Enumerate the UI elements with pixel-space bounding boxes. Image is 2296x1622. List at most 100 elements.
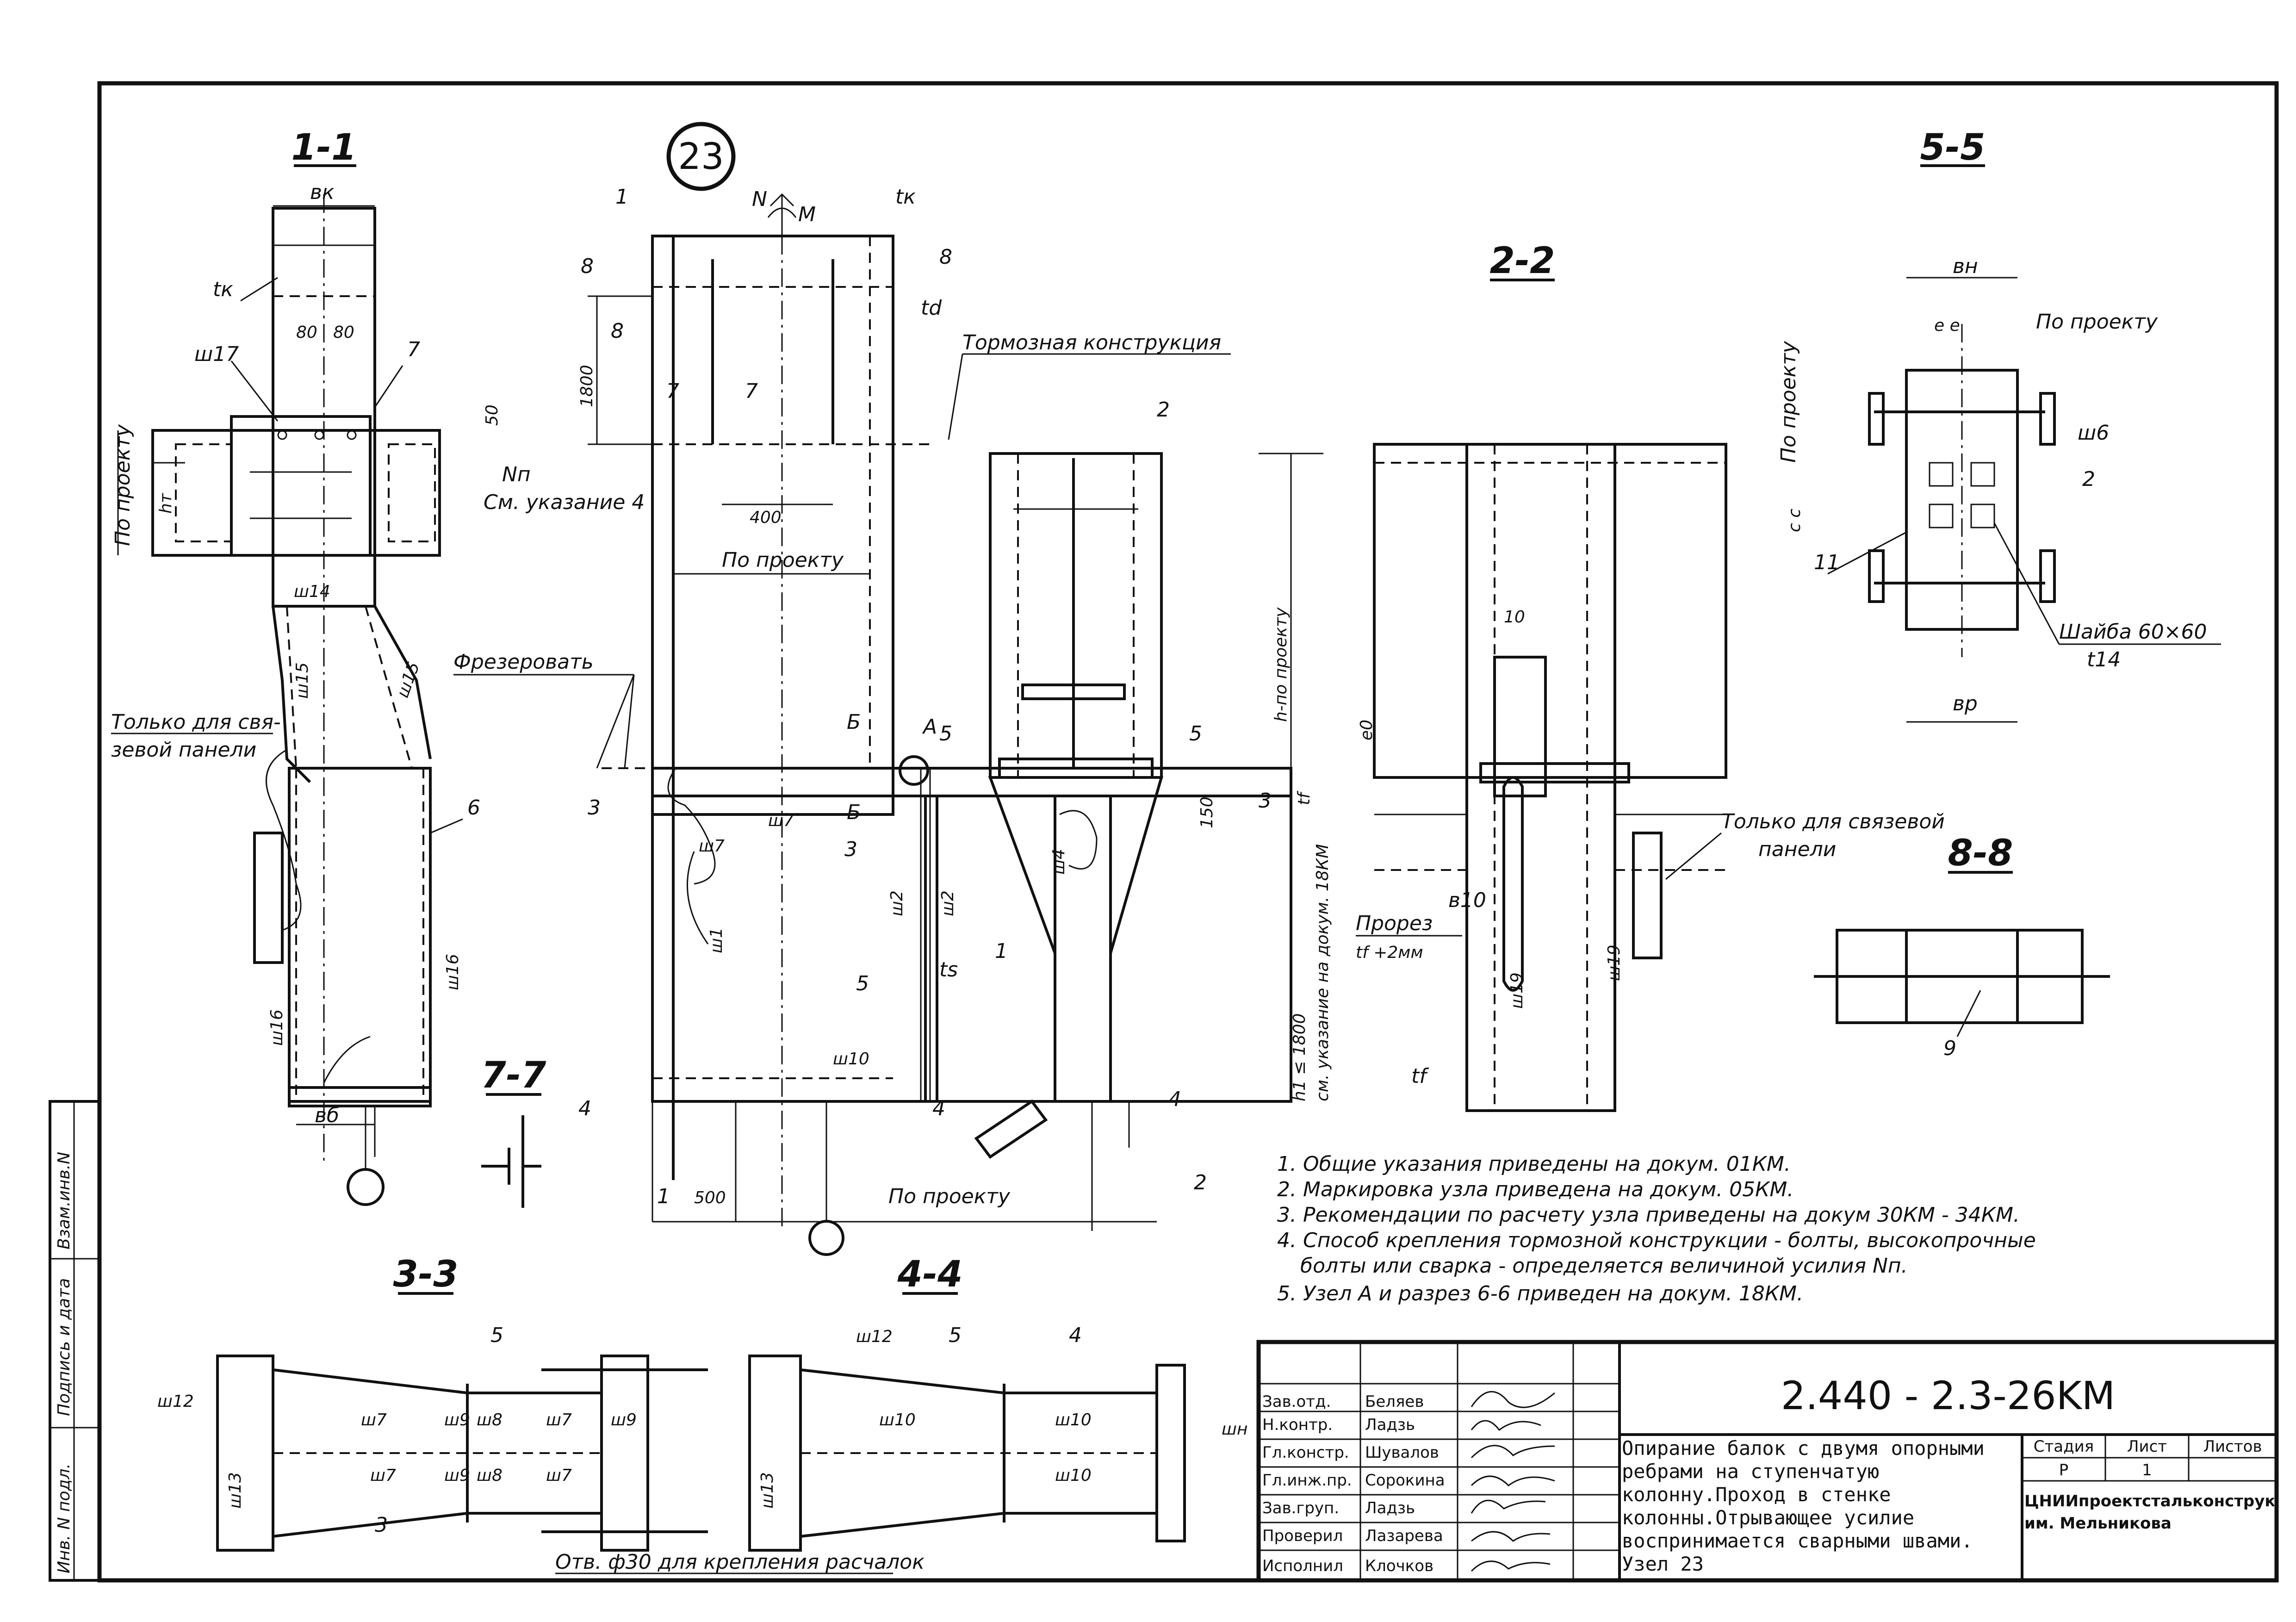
- section-4-4: 4-4 ш12 5 4 ш13 ш10 ш10 ш10 шн: [748, 1254, 1247, 1552]
- sheet-title: Опирание балок с двумя опорными ребрами …: [1622, 1437, 1985, 1575]
- lbl-torm: Тормозная конструкция: [962, 331, 1221, 354]
- section-title-7-7: 7-7: [481, 1055, 547, 1096]
- lbl-t14: t14: [2087, 648, 2121, 671]
- lbl-po-proektu4: По проекту: [1777, 341, 1800, 463]
- section-5-5: 5-5 вн По проекту По проекту e e c c ш6 …: [1777, 127, 2221, 723]
- lbl-B1: Б: [847, 710, 861, 734]
- stamp-name-3: Сорокина: [1365, 1471, 1445, 1490]
- lbl-2b: 2: [1194, 1171, 1207, 1194]
- lbl-prorez: Прорез: [1356, 912, 1433, 935]
- lbl-bn: вн: [1953, 255, 1978, 278]
- section-8-8: 8-8 9: [1814, 833, 2110, 1060]
- stage-value: Р: [2059, 1461, 2069, 1479]
- lbl-only-link2: зевой панели: [111, 738, 256, 762]
- section-title-4-4: 4-4: [897, 1254, 963, 1295]
- stamp-name-6: Клочков: [1365, 1557, 1433, 1575]
- section-2-2: 2-2 10 e0 в10 Прорез tf +2мм tf ш19 ш19 …: [1356, 240, 1945, 1112]
- lbl-sh2b: ш2: [938, 890, 957, 916]
- lbl-sh4: ш4: [1049, 849, 1068, 875]
- lbl-3b: 3: [1259, 789, 1272, 813]
- lbl-sh16b: ш16: [267, 1009, 286, 1046]
- stamp-name-0: Беляев: [1365, 1392, 1424, 1411]
- stamp-role-5: Проверил: [1262, 1527, 1343, 1545]
- lbl-sh14: ш14: [294, 582, 330, 601]
- lbl-sh8b: ш8: [477, 1466, 503, 1485]
- lbl-sh15a: ш15: [293, 662, 312, 699]
- lbl-sh9b: ш9: [611, 1411, 637, 1429]
- lbl-M: M: [798, 203, 816, 226]
- note-2: 2. Маркировка узла приведена на докум. 0…: [1277, 1178, 1793, 1201]
- side-stamp-inv: Инв. N подл.: [55, 1463, 74, 1573]
- lbl-tf: tf: [1295, 790, 1314, 805]
- lbl-po-proektu-v: По проекту: [111, 424, 135, 546]
- lbl-h1-note: см. указание на докум. 18КМ: [1313, 844, 1332, 1101]
- organization: ЦНИИпроектстальконструкция им. Мельников…: [2024, 1492, 2274, 1533]
- lbl-3c: 3: [844, 838, 857, 861]
- lbl-sh19b: ш19: [1605, 945, 1624, 981]
- stamp-role-4: Зав.груп.: [1262, 1499, 1339, 1517]
- lbl-5c: 5: [856, 972, 869, 995]
- lbl-11: 11: [1814, 551, 1840, 574]
- lbl-7b: 7: [745, 379, 758, 403]
- lbl-hT: hт: [156, 493, 175, 514]
- section-title-3-3: 3-3: [393, 1254, 459, 1295]
- lbl-po-proektu2: По проекту: [888, 1185, 1011, 1208]
- lbl-bk: вк: [310, 180, 335, 204]
- stamp-name-1: Ладзь: [1365, 1416, 1415, 1434]
- general-notes: 1. Общие указания приведены на докум. 01…: [1277, 1152, 2036, 1305]
- stamp-role-1: Н.контр.: [1262, 1416, 1333, 1434]
- lbl-ee: e e: [1934, 316, 1960, 335]
- main-elevation: N M 1 tк 8 8 td 8 1800 Тормозная констру…: [453, 185, 1332, 1256]
- lbl-400: 400: [750, 508, 782, 527]
- lbl-ts: ts: [939, 958, 958, 982]
- lbl-sh13b: ш13: [758, 1472, 777, 1509]
- stage-head: Стадия: [2034, 1437, 2094, 1456]
- lbl-N: N: [752, 187, 767, 211]
- stamp-role-0: Зав.отд.: [1262, 1392, 1331, 1411]
- lbl-po-proektu3: По проекту: [2036, 310, 2158, 334]
- lbl-sh7d: ш7: [546, 1411, 572, 1429]
- lbl-2a: 2: [1157, 398, 1170, 422]
- lbl-sh10a: ш10: [879, 1411, 916, 1429]
- lbl-sh12b: ш12: [856, 1327, 893, 1346]
- lbl-1b: 1: [657, 1185, 670, 1208]
- lbl-sh1: ш1: [707, 927, 726, 953]
- lbl-1800: 1800: [577, 365, 596, 407]
- lbl-sh9a: ш9: [444, 1411, 470, 1429]
- stamp-name-2: Шувалов: [1365, 1443, 1439, 1462]
- lbl-5b: 5: [1189, 722, 1202, 746]
- stamp-role-2: Гл.констр.: [1262, 1443, 1349, 1462]
- lbl-A: А: [922, 715, 937, 739]
- lbl-cc: c c: [1785, 509, 1804, 532]
- lbl-shayba: Шайба 60×60: [2059, 620, 2207, 644]
- doc-code: 2.440 - 2.3-26KM: [1781, 1373, 2116, 1418]
- lbl-50: 50: [483, 404, 502, 426]
- node-number: 23: [666, 122, 736, 191]
- section-title-8-8: 8-8: [1948, 833, 2013, 874]
- lbl-sh6: ш6: [2078, 421, 2109, 445]
- sheet-frame: [49, 81, 2279, 1583]
- lbl-5d: 5: [490, 1324, 503, 1347]
- lbl-only-link-b: Только для связевой: [1721, 810, 1945, 833]
- stamp-name-4: Ладзь: [1365, 1499, 1415, 1517]
- sheet-number: 1: [2142, 1461, 2152, 1479]
- lbl-sh11: шн: [1222, 1420, 1247, 1439]
- lbl-6: 6: [467, 796, 480, 820]
- lbl-sh19a: ш19: [1508, 972, 1527, 1009]
- lbl-5a: 5: [939, 722, 952, 746]
- lbl-sh7e: ш7: [370, 1466, 396, 1485]
- lbl-7a: 7: [666, 379, 679, 403]
- stamp-role-3: Гл.инж.пр.: [1262, 1471, 1352, 1490]
- side-stamp-sign: Подпись и дата: [55, 1278, 74, 1416]
- lbl-B2: Б: [847, 801, 861, 824]
- lbl-e0: e0: [1357, 720, 1376, 740]
- node-number-text: 23: [678, 136, 724, 178]
- section-1-1: 1-1 вк tк: [111, 127, 645, 1206]
- lbl-sh9c: ш9: [444, 1466, 470, 1485]
- lbl-80b: 80: [333, 323, 354, 342]
- sheets-head: Листов: [2203, 1437, 2262, 1456]
- section-title-5-5: 5-5: [1920, 127, 1986, 168]
- lbl-otv: Отв. ф30 для крепления расчалок: [555, 1550, 925, 1574]
- lbl-h-proekt: h-по проекту: [1272, 607, 1291, 722]
